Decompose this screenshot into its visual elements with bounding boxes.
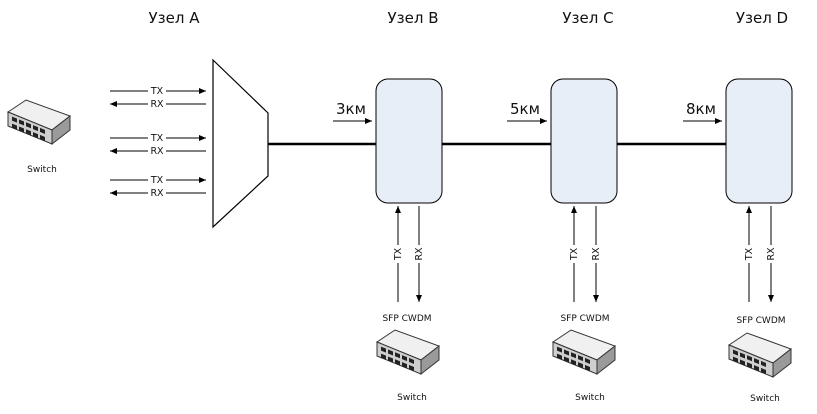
sfp-b-label: SFP CWDM: [382, 314, 431, 324]
drop-link-c: TX RX: [568, 206, 602, 302]
distance-d: 8км: [686, 100, 716, 118]
distance-b: 3км: [336, 100, 366, 118]
switch-c-icon: [552, 329, 616, 375]
mux-port-1-rx: RX: [150, 99, 164, 110]
distance-c: 5км: [510, 100, 540, 118]
mux-port-2-tx: TX: [150, 133, 164, 144]
node-a-title: Узел A: [149, 9, 201, 27]
switch-b-label: Switch: [397, 393, 427, 403]
sfp-d-label: SFP CWDM: [736, 316, 785, 326]
drop-b-rx: RX: [414, 247, 425, 261]
mux-port-3-rx: RX: [150, 188, 164, 199]
drop-link-d: TX RX: [743, 206, 777, 302]
switch-c-label: Switch: [575, 393, 605, 403]
drop-b-tx: TX: [393, 247, 404, 261]
mux-port-1: TX RX: [110, 85, 206, 110]
drop-link-b: TX RX: [392, 206, 425, 302]
sfp-c-label: SFP CWDM: [560, 314, 609, 324]
mux-port-2-rx: RX: [150, 146, 164, 157]
mux-port-1-tx: TX: [150, 86, 164, 97]
mux-port-3: TX RX: [110, 174, 206, 199]
drop-c-rx: RX: [591, 247, 602, 261]
oadm-c: [550, 78, 618, 204]
oadm-b: [375, 78, 443, 204]
node-c-title: Узел C: [562, 9, 613, 27]
drop-d-tx: TX: [744, 247, 755, 261]
node-b-title: Узел B: [388, 9, 439, 27]
switch-d-icon: [728, 332, 792, 378]
drop-c-tx: TX: [569, 247, 580, 261]
drop-d-rx: RX: [766, 247, 777, 261]
left-switch-icon: [7, 99, 71, 145]
switch-d-label: Switch: [750, 394, 780, 404]
mux-port-2: TX RX: [110, 132, 206, 157]
node-d-title: Узел D: [736, 9, 788, 27]
oadm-d: [725, 78, 793, 204]
mux-port-3-tx: TX: [150, 175, 164, 186]
left-switch-label: Switch: [27, 165, 57, 175]
switch-b-icon: [376, 329, 440, 375]
cwdm-mux: [212, 58, 269, 229]
